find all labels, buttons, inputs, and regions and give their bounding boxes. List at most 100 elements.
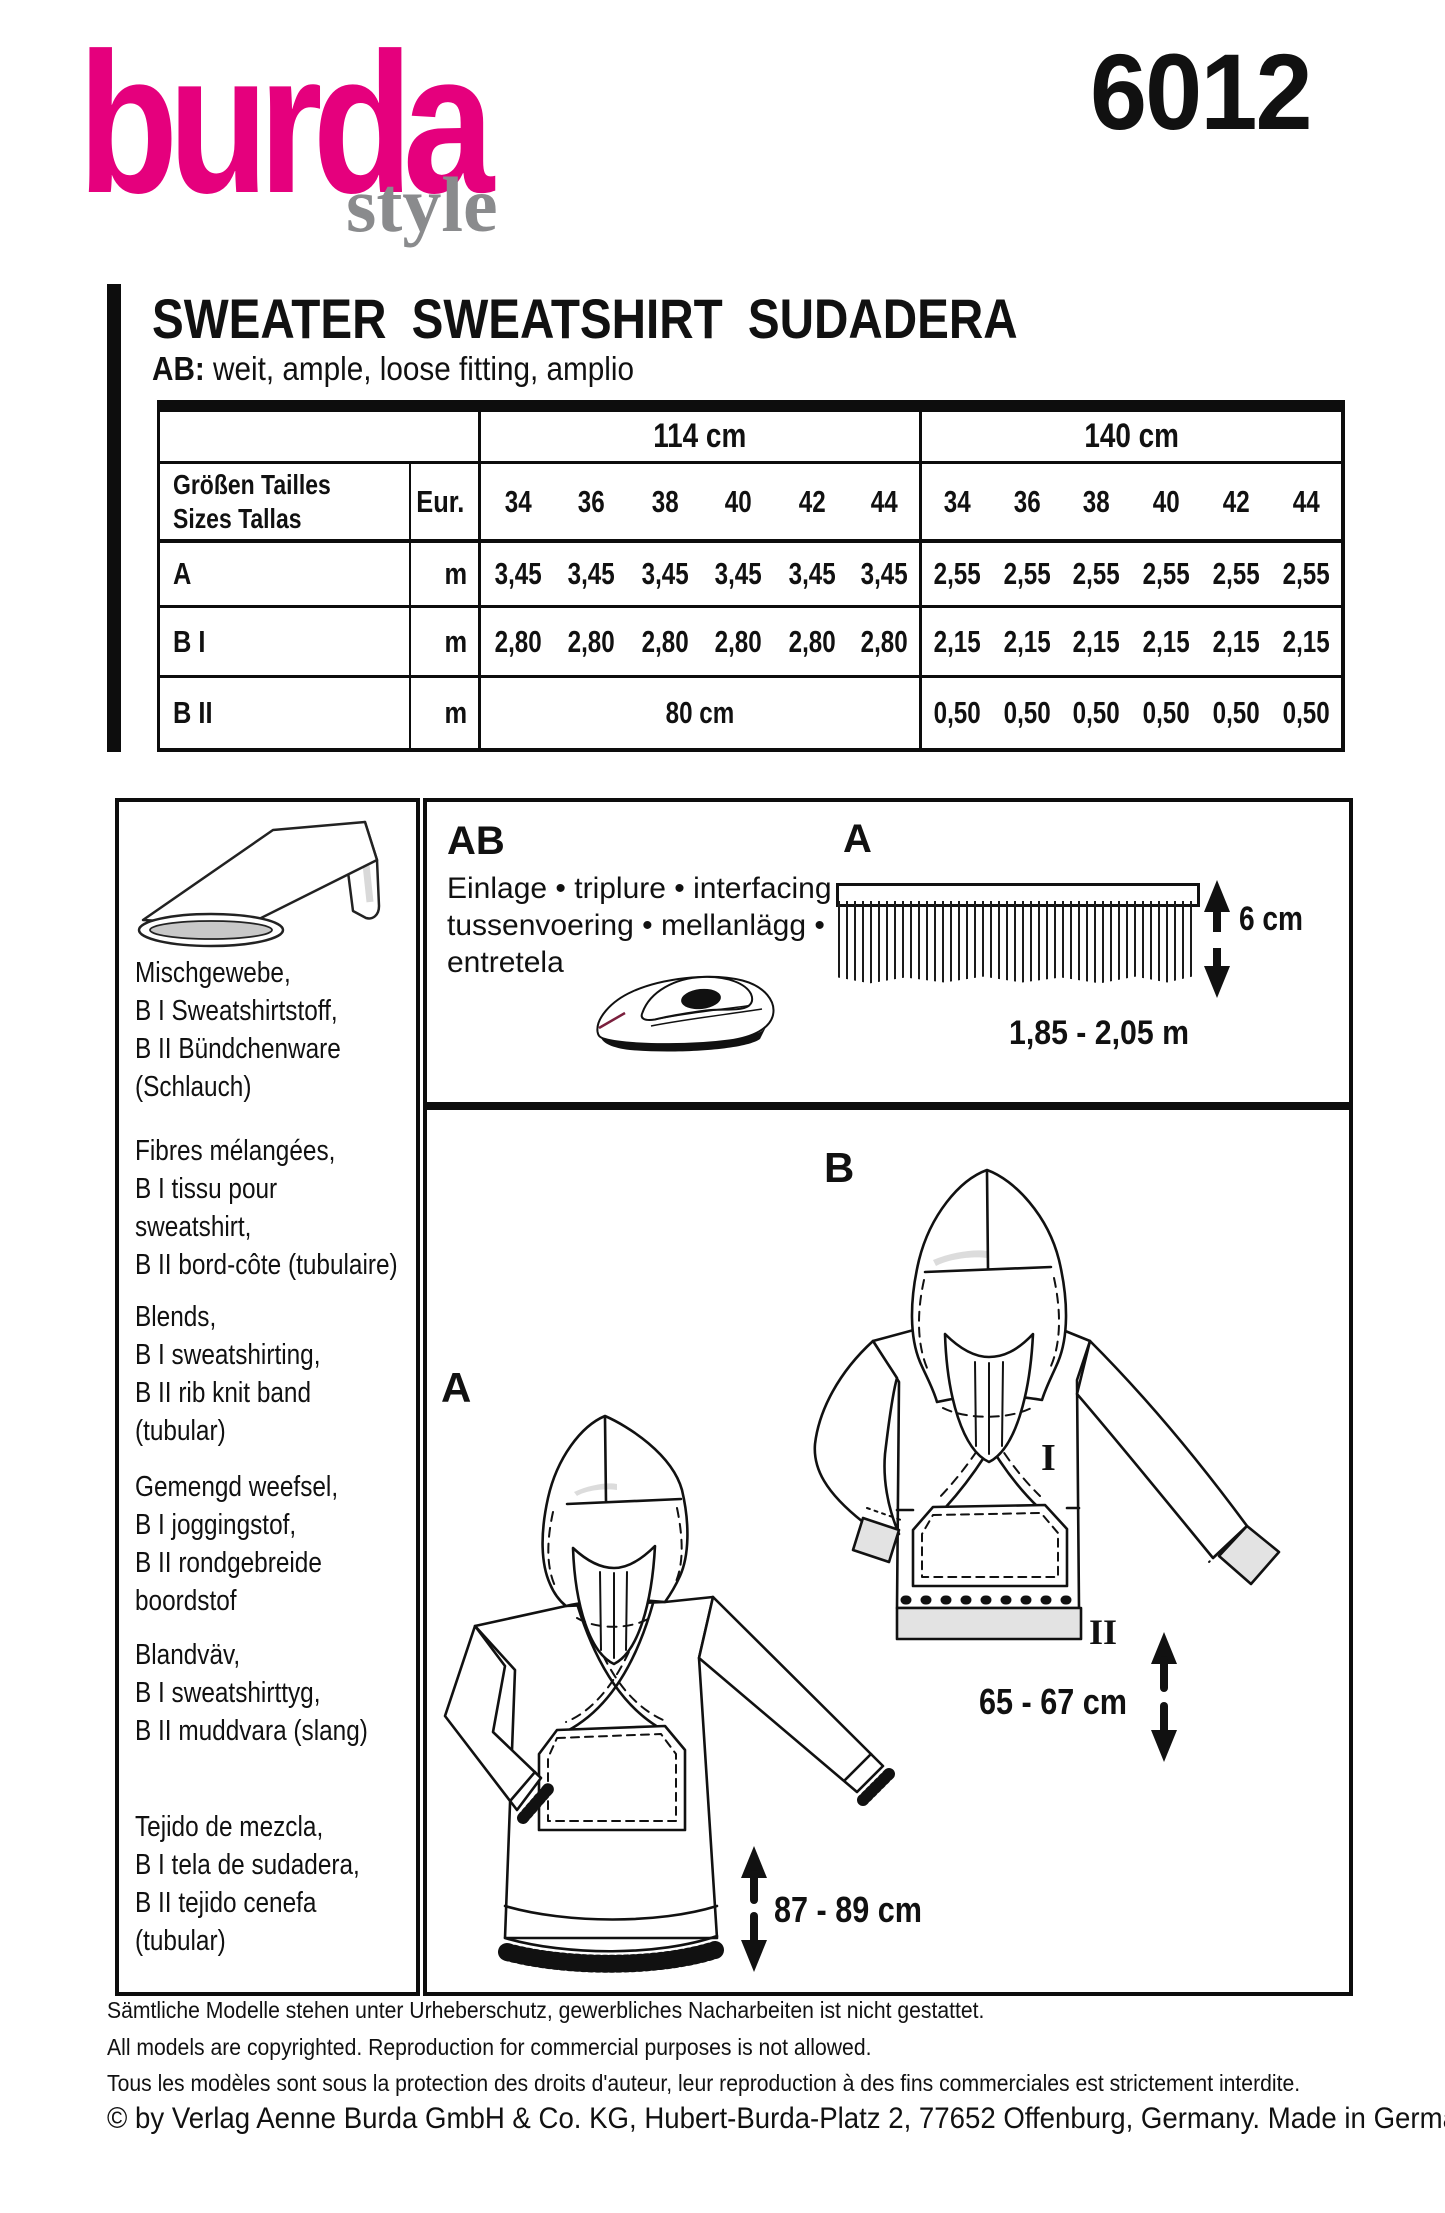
page-title-text: SWEATER SWEATSHIRT SUDADERA — [152, 287, 1018, 350]
table-row-view-b2: B II m 80 cm 0,50 0,50 0,50 0,50 0,50 0,… — [160, 678, 1341, 748]
sizes-label-header: Größen Tailles Sizes Tallas — [160, 464, 411, 543]
views-panel: B A I II 65 - 67 cm 87 - 89 cm — [423, 1106, 1353, 1996]
fabric-text-nl: Gemengd weefsel, B I joggingstof, B II r… — [135, 1471, 339, 1617]
length-a-arrow — [741, 1846, 767, 1972]
table-row-widths: 114 cm 140 cm — [160, 412, 1341, 464]
interfacing-panel: AB Einlage • triplure • interfacing • tu… — [423, 798, 1353, 1106]
fit-subtitle-text: weit, ample, loose fitting, amplio — [213, 350, 635, 387]
yardage-cell: 0,50 — [933, 695, 981, 730]
row-label: B I — [160, 608, 411, 678]
fit-subtitle: AB: weit, ample, loose fitting, amplio — [152, 350, 688, 387]
fabric-text-fr: Fibres mélangées, B I tissu pour sweatsh… — [135, 1135, 398, 1281]
yardage-cell: 2,80 — [848, 608, 922, 678]
size-cell: 34 — [922, 464, 992, 543]
row-unit: m — [411, 543, 481, 608]
width-114-header: 114 cm — [481, 412, 922, 464]
title-accent-bar — [107, 284, 121, 752]
fabric-text-en: Blends, B I sweatshirting, B II rib knit… — [135, 1301, 321, 1447]
yardage-cell: 2,55 — [1201, 543, 1272, 608]
view-b-sketch — [813, 1168, 1281, 1641]
yardage-cell: 2,55 — [1061, 543, 1132, 608]
table-row-view-a: A m 3,45 3,45 3,45 3,45 3,45 3,45 2,55 2… — [160, 543, 1341, 608]
yardage-cell: 3,45 — [848, 543, 922, 608]
yardage-cell: 2,15 — [922, 608, 992, 678]
yardage-cell: 2,80 — [628, 608, 702, 678]
yardage-cell: 0,50 — [1142, 695, 1190, 730]
publisher-copyright-line: © by Verlag Aenne Burda GmbH & Co. KG, H… — [107, 2102, 1445, 2135]
yardage-cell: 2,55 — [991, 543, 1062, 608]
size-cell: 40 — [701, 464, 775, 543]
band-length-value: 1,85 - 2,05 m — [1009, 1014, 1189, 1052]
yardage-cell: 2,80 — [554, 608, 628, 678]
yardage-cell: 2,55 — [1131, 543, 1202, 608]
size-cell: 44 — [848, 464, 922, 543]
row-label: B II — [160, 678, 411, 748]
copyright-line-fr: Tous les modèles sont sous la protection… — [107, 2070, 1301, 2096]
copyright-line-en: All models are copyrighted. Reproduction… — [107, 2034, 872, 2060]
view-a-interfacing-label: A — [843, 817, 872, 861]
yardage-cell: 3,45 — [701, 543, 775, 608]
size-cell: 40 — [1131, 464, 1202, 543]
yardage-cell: 0,50 — [1073, 695, 1121, 730]
yardage-cell: 0,50 — [1212, 695, 1260, 730]
burda-logo: burda — [78, 12, 494, 235]
interfacing-text-line3: entretela — [447, 946, 564, 979]
row-unit: m — [411, 678, 481, 748]
yardage-cell: 2,15 — [1061, 608, 1132, 678]
band-height-arrow — [1204, 880, 1230, 998]
yardage-cell: 2,55 — [1271, 543, 1341, 608]
size-cell: 38 — [628, 464, 702, 543]
size-cell: 44 — [1271, 464, 1341, 543]
yardage-cell: 2,15 — [1201, 608, 1272, 678]
piece-ii-label: II — [1089, 1612, 1117, 1652]
size-cell: 38 — [1061, 464, 1132, 543]
copyright-line-de: Sämtliche Modelle stehen unter Urhebersc… — [107, 1997, 985, 2023]
yardage-cell: 2,80 — [701, 608, 775, 678]
fabric-text-de: Mischgewebe, B I Sweatshirtstoff, B II B… — [135, 957, 341, 1103]
interfacing-strip-fringe — [838, 901, 1192, 984]
piece-i-label: I — [1041, 1437, 1056, 1479]
table-top-bar — [157, 400, 1345, 412]
yardage-cell: 2,55 — [922, 543, 992, 608]
size-cell: 36 — [554, 464, 628, 543]
fabric-bolt-icon — [137, 820, 381, 948]
yardage-cell: 0,50 — [1282, 695, 1330, 730]
size-cell: 34 — [481, 464, 555, 543]
view-a-label: A — [441, 1364, 471, 1411]
row-label: A — [160, 543, 411, 608]
unit-header: Eur. — [411, 464, 481, 543]
size-cell: 42 — [775, 464, 849, 543]
yardage-cell: 2,15 — [1271, 608, 1341, 678]
page-title: SWEATER SWEATSHIRT SUDADERA — [152, 287, 1170, 350]
yardage-cell: 0,50 — [1003, 695, 1051, 730]
size-cell: 42 — [1201, 464, 1272, 543]
interfacing-panel-label: AB — [447, 819, 505, 863]
yardage-cell: 2,15 — [1131, 608, 1202, 678]
table-row-sizes: Größen Tailles Sizes Tallas Eur. 34 36 3… — [160, 464, 1341, 543]
table-corner-cell — [160, 412, 481, 464]
yardage-cell: 2,80 — [775, 608, 849, 678]
fit-subtitle-label: AB: — [152, 350, 205, 387]
yardage-cell: 3,45 — [775, 543, 849, 608]
yardage-cell: 3,45 — [628, 543, 702, 608]
interfacing-text-line1: Einlage • triplure • interfacing • — [447, 872, 850, 905]
length-b-arrow — [1151, 1632, 1177, 1762]
length-a-value: 87 - 89 cm — [774, 1889, 922, 1930]
fabric-text-es: Tejido de mezcla, B I tela de sudadera, … — [135, 1811, 360, 1957]
yardage-cell: 3,45 — [554, 543, 628, 608]
fabric-text-sv: Blandväv, B I sweatshirttyg, B II muddva… — [135, 1639, 368, 1747]
pattern-number: 6012 — [1090, 31, 1313, 152]
yardage-cell: 3,45 — [481, 543, 555, 608]
size-cell: 36 — [991, 464, 1062, 543]
row-unit: m — [411, 608, 481, 678]
burda-style-logo-sub: style — [346, 161, 498, 248]
length-b-value: 65 - 67 cm — [979, 1681, 1127, 1722]
view-a-sketch — [443, 1414, 895, 1973]
yardage-cell: 2,15 — [991, 608, 1062, 678]
yardage-cell-merged: 80 cm — [481, 678, 922, 748]
yardage-cell: 2,80 — [481, 608, 555, 678]
yardage-table: 114 cm 140 cm Größen Tailles Sizes Talla… — [157, 400, 1345, 752]
fabric-panel: Mischgewebe, B I Sweatshirtstoff, B II B… — [115, 798, 420, 1996]
band-height-value: 6 cm — [1239, 900, 1303, 938]
